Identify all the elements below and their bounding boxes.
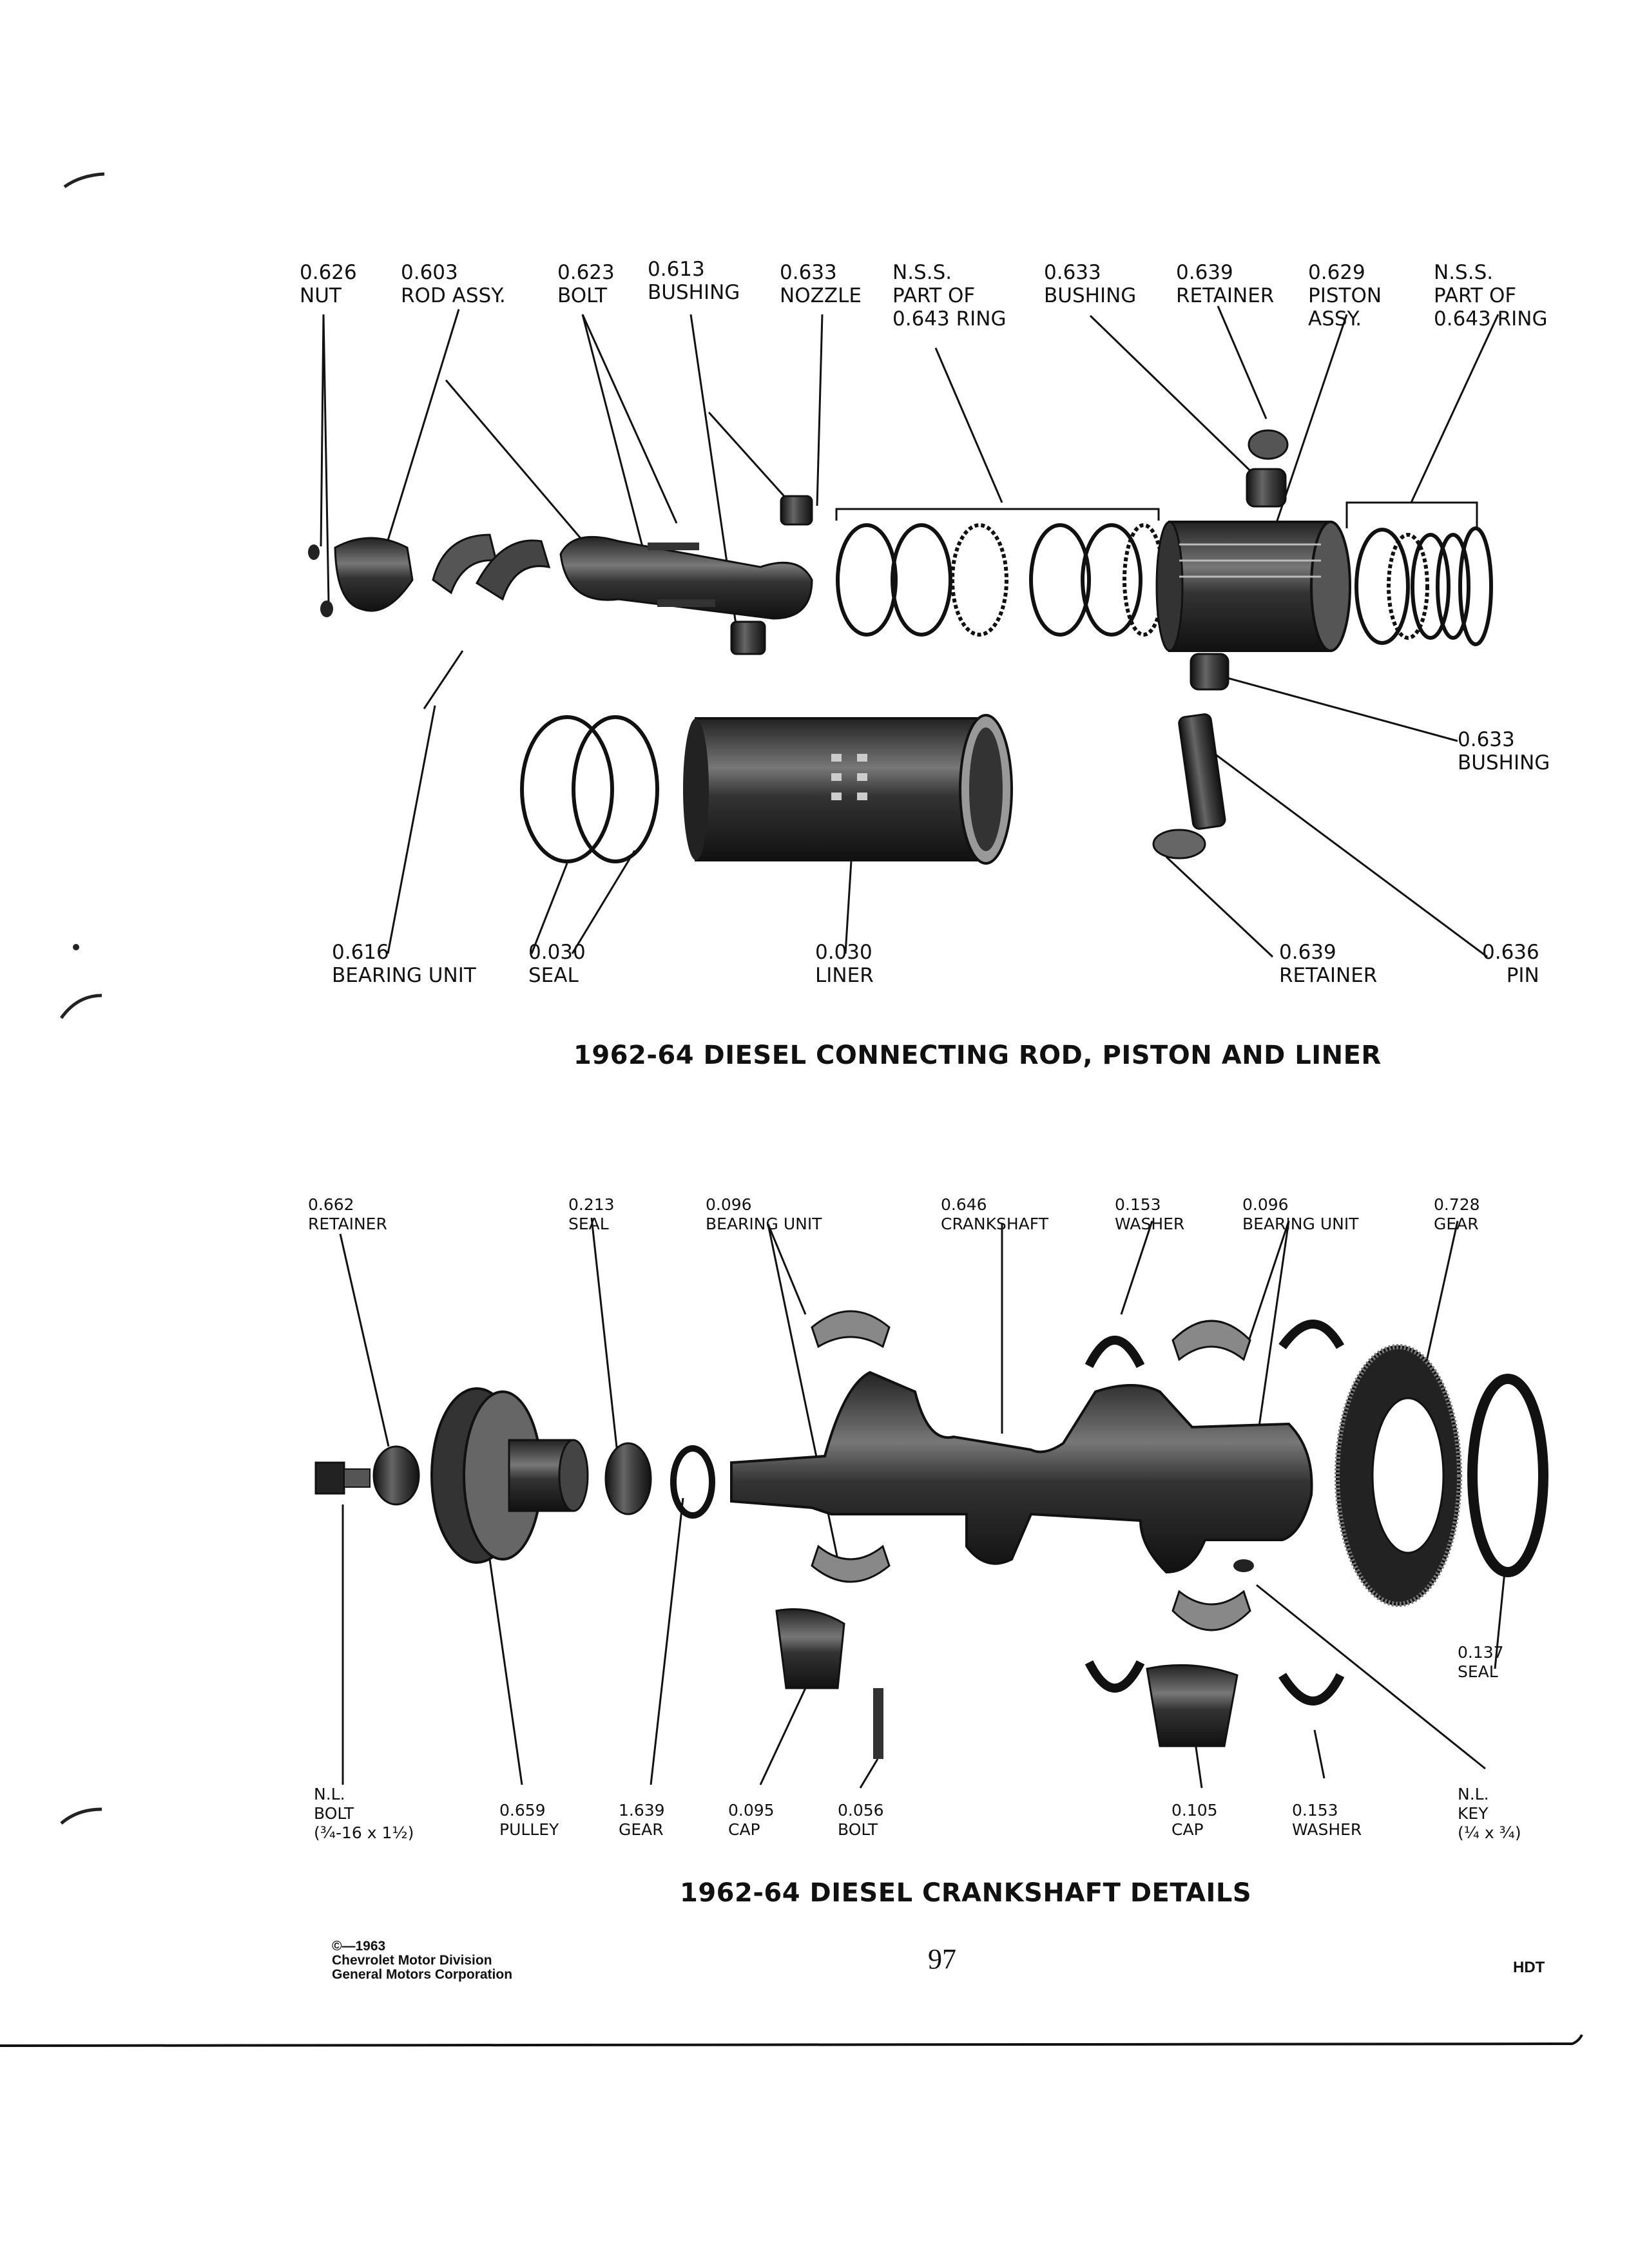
ring-bracket-2 [1345,501,1478,528]
crankshaft-assembly [314,1310,1548,1759]
piston-pin [1178,713,1226,830]
pin-retainer [1152,829,1206,860]
footer-rule [0,2034,1583,2047]
ring-bracket-1 [835,508,1160,521]
woodruff-key [1233,1559,1254,1572]
copyright-block: ©—1963 Chevrolet Motor Division General … [332,1939,513,1982]
page-number: 97 [928,1943,956,1975]
top-leader-lines [320,305,1499,958]
front-retainer [372,1445,420,1506]
cylinder-liner [683,714,1013,865]
rear-seal [1467,1374,1548,1577]
label-nl-key: N.L.KEY(¼ x ¾) [1458,1785,1521,1842]
crank-bolt [314,1461,371,1495]
cap-bolt [873,1688,883,1759]
bearing-half-1 [432,533,497,595]
piston-rings-left [836,523,1165,637]
pulley [430,1387,589,1564]
retainer-top [1248,429,1289,460]
piston [1155,521,1351,652]
scan-marks [59,172,105,1825]
connecting-rod [559,535,813,620]
rod-bushings [730,495,813,655]
bearing-half-2 [476,539,551,601]
liner-seals [520,715,659,863]
thrust-washers [1084,1320,1345,1706]
rod-cap [334,537,414,612]
crank-seal-ring [670,1445,715,1519]
title-crankshaft: 1962-64 DIESEL CRANKSHAFT DETAILS [680,1878,1252,1908]
section-code: HDT [1513,1959,1545,1976]
label-nl-bolt: N.L.BOLT(¾-16 x 1½) [314,1785,414,1842]
bushing-top [1246,468,1287,508]
crank-gear-small [604,1442,652,1515]
piston-rings-right [1354,526,1493,646]
main-caps [775,1608,1239,1747]
rod-nuts [308,544,333,617]
bearing-shells [811,1310,1251,1631]
rear-gear [1335,1344,1462,1607]
pin-bushing [1190,653,1229,691]
title-connecting-rod: 1962-64 DIESEL CONNECTING ROD, PISTON AN… [574,1041,1382,1070]
crankshaft [730,1370,1313,1574]
